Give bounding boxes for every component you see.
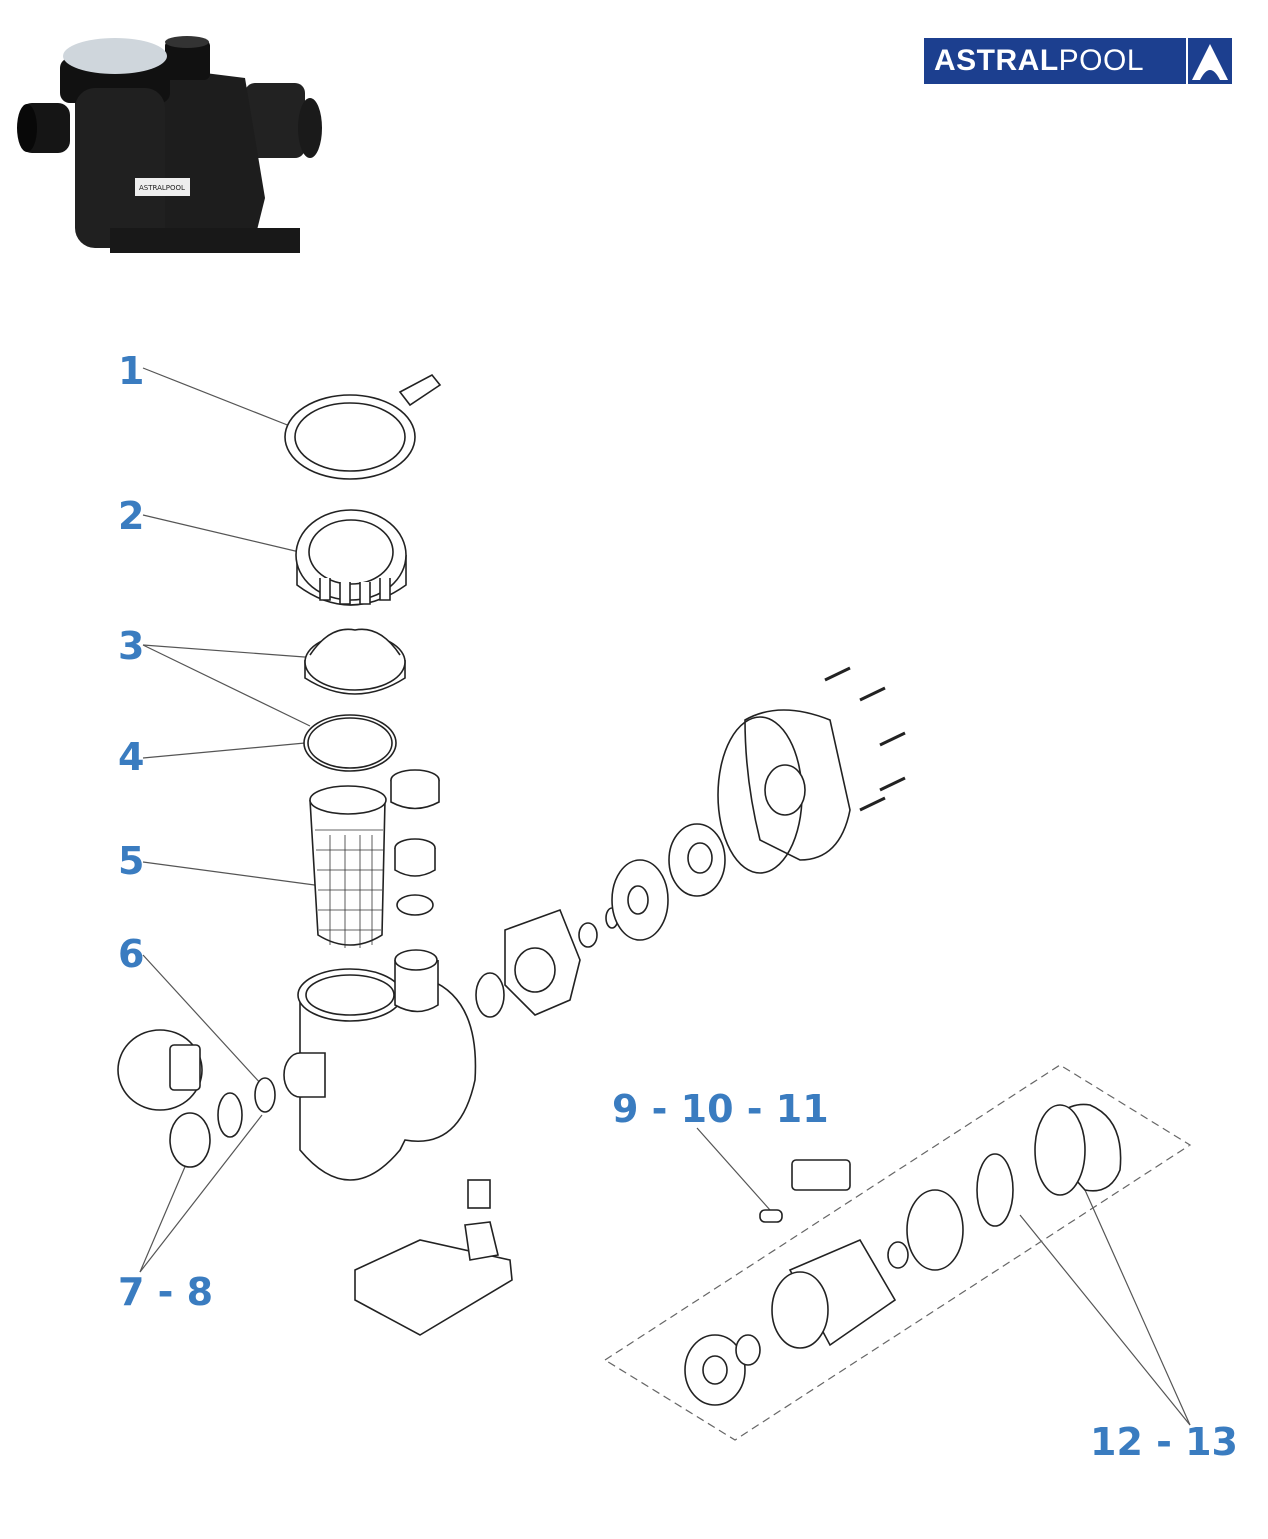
part-lock-ring — [295, 509, 407, 606]
label-part-1: 1 — [118, 349, 145, 393]
part-base — [354, 1179, 513, 1336]
label-part-4: 4 — [118, 735, 145, 779]
motor-assembly-outline — [603, 1064, 1192, 1441]
part-impeller-screw — [578, 922, 598, 948]
photo-badge-text: ASTRALPOOL — [139, 184, 185, 192]
part-cover — [304, 628, 406, 695]
label-part-3: 3 — [118, 624, 145, 668]
part-union-7-8 — [117, 1029, 243, 1168]
leader-line-2 — [142, 514, 313, 556]
part-diffuser — [475, 908, 581, 1018]
part-o-ring-6 — [254, 1077, 276, 1113]
leader-line-7 — [139, 1154, 191, 1273]
label-part-7-8: 7 - 8 — [118, 1270, 214, 1314]
pump-photo: ASTRALPOOL — [15, 28, 335, 263]
part-seal-plate — [717, 709, 851, 874]
part-terminal-box — [791, 1159, 851, 1191]
part-lid-wrench — [284, 373, 442, 480]
logo-text-bold: ASTRAL — [934, 44, 1059, 77]
part-union-small — [390, 769, 440, 916]
part-motor — [684, 1103, 1122, 1406]
label-part-2: 2 — [118, 494, 145, 538]
label-part-9-10-11: 9 - 10 - 11 — [612, 1087, 829, 1131]
label-part-6: 6 — [118, 932, 145, 976]
leader-line-12 — [1019, 1214, 1191, 1426]
part-bolts — [824, 666, 906, 812]
label-part-5: 5 — [118, 839, 145, 883]
leader-line-5 — [142, 861, 323, 887]
leader-line-9-11 — [696, 1127, 771, 1211]
leader-line-1 — [142, 367, 296, 429]
leader-line-3a — [142, 644, 319, 659]
leader-line-13 — [1084, 1189, 1191, 1426]
logo-triangle-icon — [1186, 38, 1232, 84]
leader-line-3b — [142, 644, 311, 727]
leader-line-6 — [142, 954, 263, 1086]
part-pump-body — [283, 949, 477, 1181]
part-capacitor — [759, 1209, 783, 1223]
logo-text-light: POOL — [1058, 44, 1145, 77]
leader-line-8 — [139, 1114, 263, 1273]
part-fan — [976, 1153, 1014, 1227]
part-basket — [309, 785, 387, 948]
leader-line-4 — [142, 742, 306, 759]
label-part-12-13: 12 - 13 — [1090, 1420, 1238, 1464]
astralpool-logo: ASTRALPOOL — [924, 38, 1232, 84]
